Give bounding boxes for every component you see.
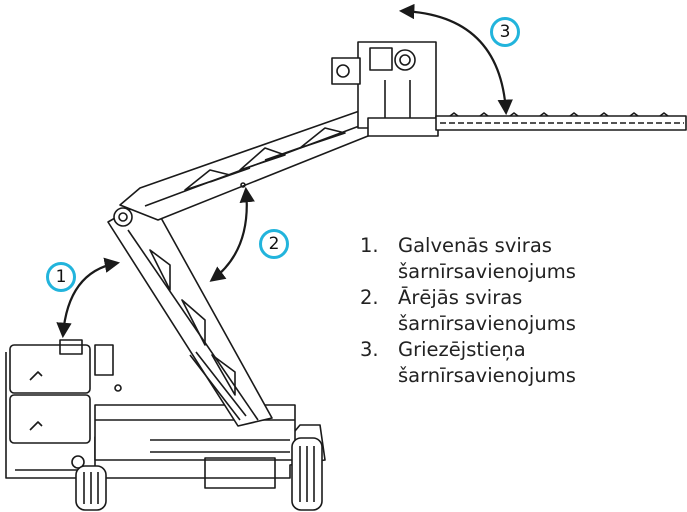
legend-item: 1. Galvenās sviras šarnīrsavienojums: [360, 233, 638, 285]
callout-1-number: 1: [55, 267, 67, 287]
legend-item-number: 3.: [360, 338, 379, 361]
wheels: [75, 437, 323, 511]
callout-2: 2: [259, 229, 289, 259]
main-boom: [107, 197, 273, 427]
legend-item: 2. Ārējās sviras šarnīrsavienojums: [360, 285, 638, 337]
legend-item-number: 2.: [360, 286, 379, 309]
legend-item-number: 1.: [360, 234, 379, 257]
cutter-bar: [435, 112, 687, 131]
arrow-joint-3: [398, 3, 513, 116]
rotation-arrows: [56, 3, 513, 339]
legend-item: 3. Griezējstieņa šarnīrsavienojums: [360, 337, 638, 389]
arrow-joint-1: [56, 257, 121, 339]
outer-boom: [119, 107, 379, 221]
arrow-joint-2: [209, 186, 255, 282]
machine-base: [5, 339, 326, 489]
parts-legend: 1. Galvenās sviras šarnīrsavienojums 2. …: [360, 233, 638, 389]
callout-1: 1: [46, 262, 76, 292]
legend-item-label: Griezējstieņa šarnīrsavienojums: [398, 338, 576, 387]
legend-item-label: Galvenās sviras šarnīrsavienojums: [398, 234, 576, 283]
legend-item-label: Ārējās sviras šarnīrsavienojums: [398, 286, 576, 335]
callout-2-number: 2: [268, 234, 280, 254]
callout-3: 3: [490, 17, 520, 47]
callout-3-number: 3: [499, 22, 511, 42]
